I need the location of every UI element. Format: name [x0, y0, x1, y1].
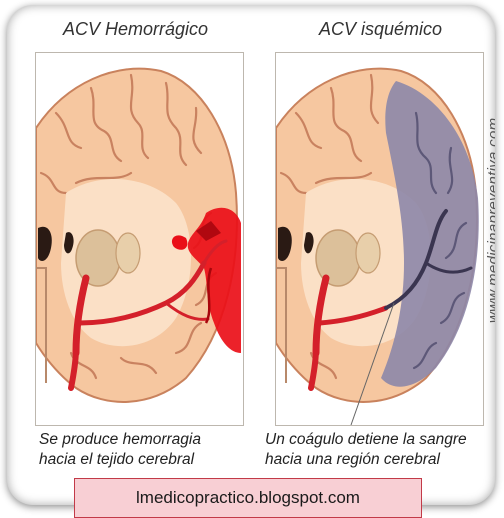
ischemic-caption-line-2: hacia una región cerebral [265, 450, 467, 470]
hemorrhagic-caption: Se produce hemorragia hacia el tejido ce… [39, 430, 201, 470]
source-label: lmedicopractico.blogspot.com [136, 488, 360, 508]
ischemic-brain-panel [275, 52, 484, 426]
hemorrhagic-title: ACV Hemorrágico [63, 19, 208, 40]
ischemic-brain-illustration [276, 53, 483, 425]
watermark: www.medicinapreventiva.com [485, 65, 495, 375]
image-frame: ACV Hemorrágico ACV isquémico [7, 5, 495, 505]
hemorrhagic-caption-line-2: hacia el tejido cerebral [39, 450, 201, 470]
ischemic-caption-line-1: Un coágulo detiene la sangre [265, 430, 467, 450]
ischemic-caption: Un coágulo detiene la sangre hacia una r… [265, 430, 467, 470]
hemorrhagic-brain-panel [35, 52, 244, 426]
hemorrhagic-caption-line-1: Se produce hemorragia [39, 430, 201, 450]
hemorrhagic-brain-illustration [36, 53, 243, 425]
ischemic-title: ACV isquémico [319, 19, 442, 40]
source-banner: lmedicopractico.blogspot.com [74, 478, 422, 518]
